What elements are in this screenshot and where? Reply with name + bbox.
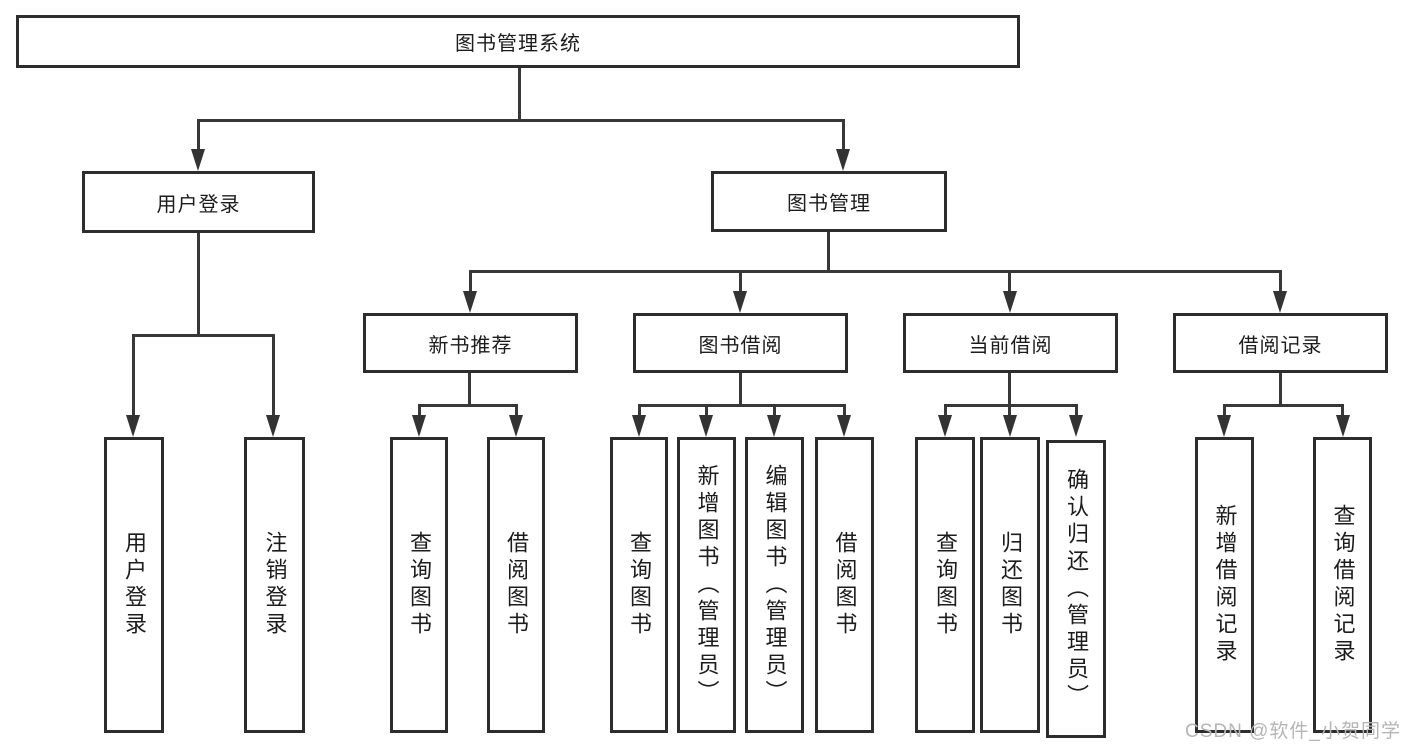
connector-line — [1008, 404, 1011, 418]
leaf-query-books-borrow: 查询图书 — [610, 437, 668, 733]
connector-line — [469, 270, 1282, 273]
connector-line — [827, 232, 830, 273]
arrow-down-icon — [836, 149, 850, 171]
connector-line — [842, 119, 845, 151]
arrow-down-icon — [699, 415, 713, 437]
connector-line — [638, 404, 641, 418]
connector-line — [1075, 404, 1078, 418]
connector-line — [638, 404, 846, 407]
connector-line — [1008, 373, 1011, 407]
leaf-return-book: 归还图书 — [980, 437, 1040, 733]
arrow-down-icon — [412, 415, 426, 437]
connector-line — [1223, 404, 1344, 407]
leaf-query-borrow-record: 查询借阅记录 — [1313, 437, 1372, 733]
leaf-add-borrow-record: 新增借阅记录 — [1195, 437, 1254, 733]
arrow-down-icon — [509, 415, 523, 437]
leaf-query-books-current: 查询图书 — [915, 437, 975, 733]
arrow-down-icon — [1336, 415, 1350, 437]
leaf-confirm-return-admin: 确认归还（管理员） — [1046, 440, 1106, 738]
connector-line — [944, 404, 1078, 407]
connector-line — [1279, 270, 1282, 292]
arrow-down-icon — [1069, 415, 1083, 437]
connector-line — [739, 373, 742, 407]
arrow-down-icon — [463, 291, 477, 313]
arrow-down-icon — [632, 415, 646, 437]
node-book-management: 图书管理 — [711, 171, 947, 232]
connector-line — [1279, 373, 1282, 407]
connector-line — [1008, 270, 1011, 292]
node-current-borrow: 当前借阅 — [903, 313, 1118, 373]
arrow-down-icon — [191, 149, 205, 171]
connector-line — [418, 404, 518, 407]
leaf-add-book-admin: 新增图书（管理员） — [677, 437, 736, 733]
leaf-edit-book-admin: 编辑图书（管理员） — [745, 437, 804, 733]
connector-line — [272, 334, 275, 416]
leaf-user-login: 用户登录 — [104, 437, 164, 733]
connector-line — [518, 68, 521, 122]
arrow-down-icon — [1217, 415, 1231, 437]
connector-line — [1223, 404, 1226, 418]
node-root: 图书管理系统 — [16, 15, 1020, 68]
connector-line — [197, 119, 200, 151]
node-new-book-recommend: 新书推荐 — [363, 313, 578, 373]
connector-line — [739, 270, 742, 292]
connector-line — [197, 233, 200, 337]
arrow-down-icon — [1003, 415, 1017, 437]
leaf-logout: 注销登录 — [244, 437, 305, 733]
leaf-borrow-books-recommend: 借阅图书 — [487, 437, 545, 733]
connector-line — [132, 334, 135, 416]
connector-line — [197, 119, 845, 122]
connector-line — [469, 270, 472, 292]
connector-line — [843, 404, 846, 418]
connector-line — [944, 404, 947, 418]
node-borrow-record: 借阅记录 — [1173, 313, 1388, 373]
connector-line — [418, 404, 421, 418]
leaf-query-books-recommend: 查询图书 — [390, 437, 448, 733]
arrow-down-icon — [266, 415, 280, 437]
node-book-borrow: 图书借阅 — [633, 313, 848, 373]
arrow-down-icon — [733, 291, 747, 313]
leaf-borrow-books: 借阅图书 — [815, 437, 874, 733]
connector-line — [773, 404, 776, 418]
watermark: CSDN @软件_小贺同学 — [1185, 721, 1401, 742]
connector-line — [1341, 404, 1344, 418]
arrow-down-icon — [938, 415, 952, 437]
connector-line — [468, 373, 471, 407]
arrow-down-icon — [1273, 291, 1287, 313]
arrow-down-icon — [1003, 291, 1017, 313]
connector-line — [132, 334, 275, 337]
connector-line — [515, 404, 518, 418]
arrow-down-icon — [767, 415, 781, 437]
node-user-login: 用户登录 — [82, 171, 315, 233]
arrow-down-icon — [837, 415, 851, 437]
arrow-down-icon — [126, 415, 140, 437]
connector-line — [705, 404, 708, 418]
